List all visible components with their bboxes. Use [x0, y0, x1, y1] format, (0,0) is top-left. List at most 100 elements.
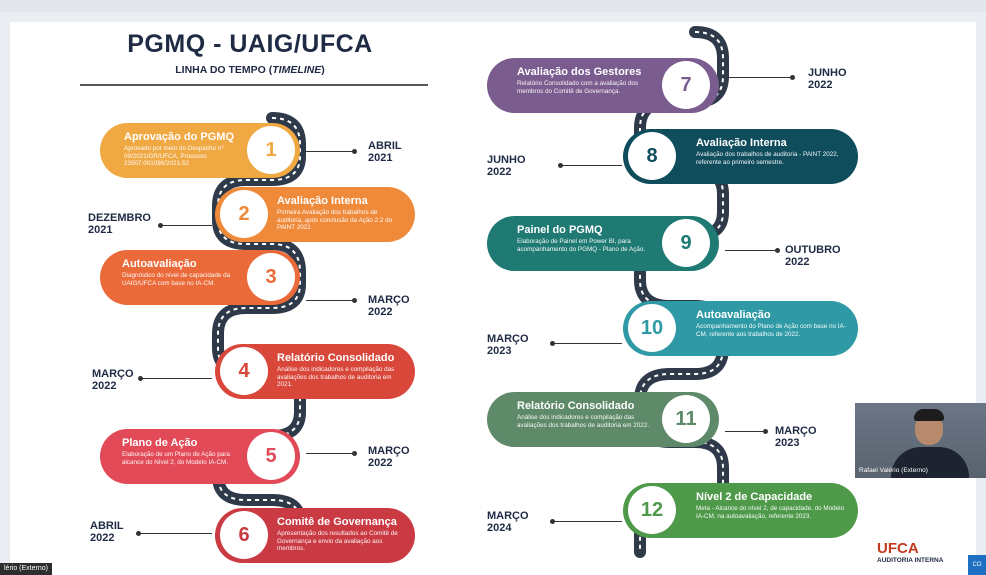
milestone-3: Autoavaliação Diagnóstico do nível de ca…	[100, 250, 300, 305]
milestone-1: Aprovação do PGMQ Aprovado por meio do D…	[100, 123, 300, 178]
milestone-7-month: JUNHO	[808, 67, 847, 79]
milestone-3-year: 2022	[368, 306, 393, 318]
milestone-11-heading: Relatório Consolidado	[517, 400, 635, 412]
milestone-4-month: MARÇO	[92, 368, 134, 380]
milestone-2-heading: Avaliação Interna	[277, 195, 368, 207]
participant-video-tile[interactable]: Rafael Valério (Externo)	[855, 403, 986, 478]
milestone-7-heading: Avaliação dos Gestores	[517, 66, 642, 78]
milestone-2-number: 2	[220, 190, 268, 238]
speaker-name-badge: lério (Externo)	[0, 563, 52, 575]
milestone-7-dot	[790, 75, 795, 80]
milestone-12-dot	[550, 519, 555, 524]
milestone-5-dot	[352, 451, 357, 456]
milestone-11-year: 2023	[775, 437, 800, 449]
milestone-1-year: 2021	[368, 152, 393, 164]
milestone-12-desc: Meta - Alcance do nível 2, de capacidade…	[696, 505, 845, 520]
milestone-8: 8 Avaliação Interna Avaliação dos trabal…	[623, 129, 858, 184]
milestone-5-heading: Plano de Ação	[122, 437, 198, 449]
window-top-bar	[0, 0, 986, 12]
milestone-12-year: 2024	[487, 522, 512, 534]
milestone-8-year: 2022	[487, 166, 512, 178]
milestone-4-year: 2022	[92, 380, 117, 392]
milestone-2-desc: Primeira Avaliação dos trabalhos de audi…	[277, 209, 393, 232]
milestone-6-heading: Comitê de Governança	[277, 516, 397, 528]
milestone-9-desc: Elaboração de Painel em Power BI, para a…	[517, 238, 646, 253]
milestone-8-dot	[558, 163, 563, 168]
milestone-4-desc: Análise dos indicadores e compilação das…	[277, 366, 395, 389]
logo-subtitle: AUDITORIA INTERNA	[877, 557, 944, 564]
milestone-8-number: 8	[628, 132, 676, 180]
milestone-6-connector	[140, 533, 212, 534]
milestone-1-dot	[352, 149, 357, 154]
milestone-4-heading: Relatório Consolidado	[277, 352, 395, 364]
milestone-8-connector	[562, 165, 622, 166]
milestone-2: 2 Avaliação Interna Primeira Avaliação d…	[215, 187, 415, 242]
milestone-7-number: 7	[662, 61, 710, 109]
milestone-12-month: MARÇO	[487, 510, 529, 522]
milestone-2-dot	[158, 223, 163, 228]
milestone-3-month: MARÇO	[368, 294, 410, 306]
milestone-4-dot	[138, 376, 143, 381]
milestone-5-year: 2022	[368, 457, 393, 469]
milestone-1-heading: Aprovação do PGMQ	[124, 131, 235, 143]
milestone-9: Painel do PGMQ Elaboração de Painel em P…	[487, 216, 719, 271]
milestone-2-year: 2021	[88, 224, 113, 236]
milestone-4-number: 4	[220, 347, 268, 395]
logo-brand: UFCA	[877, 540, 919, 557]
participant-name: Rafael Valério (Externo)	[859, 467, 928, 474]
milestone-8-month: JUNHO	[487, 154, 526, 166]
milestone-3-heading: Autoavaliação	[122, 258, 197, 270]
edge-toolbar-button[interactable]: CO	[968, 555, 986, 575]
milestone-6-month: ABRIL	[90, 520, 124, 532]
milestone-11-desc: Análise dos indicadores e compilação das…	[517, 414, 649, 429]
milestone-6-desc: Apresentação dos resultados ao Comitê de…	[277, 530, 398, 553]
milestone-5-desc: Elaboração de um Plano de Ação para alca…	[122, 451, 230, 466]
milestone-2-connector	[162, 225, 212, 226]
milestone-10: 10 Autoavaliação Acompanhamento do Plano…	[623, 301, 858, 356]
milestone-9-connector	[725, 250, 777, 251]
milestone-1-connector	[306, 151, 354, 152]
milestone-10-month: MARÇO	[487, 333, 529, 345]
milestone-11-month: MARÇO	[775, 425, 817, 437]
milestone-3-connector	[306, 300, 354, 301]
milestone-7-year: 2022	[808, 79, 833, 91]
milestone-8-desc: Avaliação dos trabalhos de auditoria - P…	[696, 151, 839, 166]
milestone-11-connector	[725, 431, 765, 432]
milestone-12-connector	[554, 521, 622, 522]
milestone-6-dot	[136, 531, 141, 536]
milestone-9-year: 2022	[785, 256, 810, 268]
milestone-1-month: ABRIL	[368, 140, 402, 152]
milestone-11-dot	[763, 429, 768, 434]
milestone-3-number: 3	[247, 253, 295, 301]
milestone-12: 12 Nível 2 de Capacidade Meta - Alcance …	[623, 483, 858, 538]
milestone-4-connector	[142, 378, 212, 379]
title-divider	[80, 84, 428, 86]
milestone-7-connector	[725, 77, 792, 78]
milestone-7: Avaliação dos Gestores Relatório Consoli…	[487, 58, 719, 113]
milestone-1-desc: Aprovado por meio do Despacho nº 09/2021…	[124, 145, 224, 168]
milestone-6-year: 2022	[90, 532, 115, 544]
milestone-9-number: 9	[662, 219, 710, 267]
milestone-2-month: DEZEMBRO	[88, 212, 151, 224]
milestone-6-number: 6	[220, 511, 268, 559]
milestone-5: Plano de Ação Elaboração de um Plano de …	[100, 429, 300, 484]
slide-title: PGMQ - UAIG/UFCA	[127, 30, 373, 58]
milestone-10-heading: Autoavaliação	[696, 309, 771, 321]
presentation-slide: PGMQ - UAIG/UFCA LINHA DO TEMPO (TIMELIN…	[10, 22, 976, 575]
milestone-5-number: 5	[247, 432, 295, 480]
milestone-10-number: 10	[628, 304, 676, 352]
milestone-10-dot	[550, 341, 555, 346]
milestone-1-number: 1	[247, 126, 295, 174]
milestone-12-number: 12	[628, 486, 676, 534]
